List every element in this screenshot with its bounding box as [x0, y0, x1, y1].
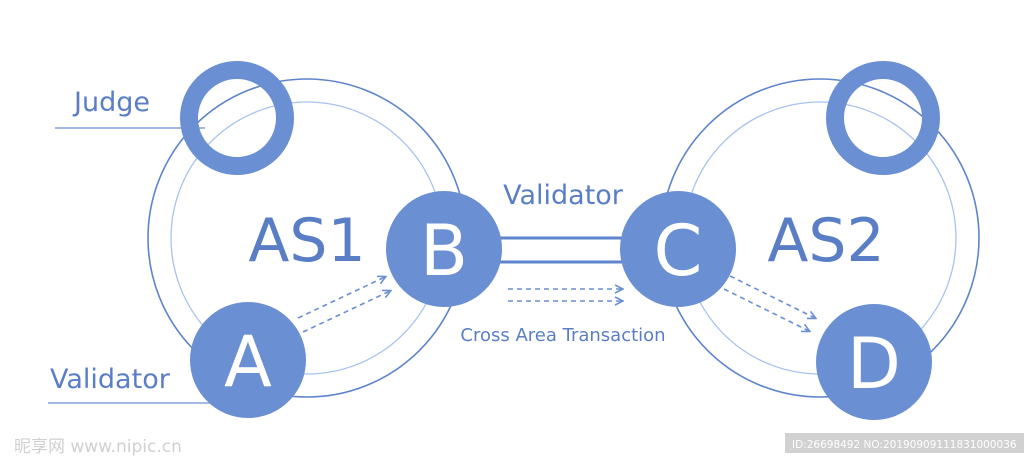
arrow-a-b-2: [302, 291, 390, 333]
watermark-bar-right: [785, 433, 1024, 453]
arrow-c-d-2: [723, 288, 809, 331]
judge-label: Judge: [72, 87, 150, 118]
validator-top-label: Validator: [503, 180, 624, 211]
validator-left-label: Validator: [50, 364, 171, 395]
node-d-label: D: [847, 323, 901, 405]
as2-label: AS2: [767, 206, 884, 276]
arrow-c-d-1: [729, 275, 815, 318]
node-d-circle: [816, 304, 932, 420]
watermark-left: 昵享网 www.nipic.cn: [14, 437, 182, 457]
node-c-label: C: [654, 210, 703, 292]
arrow-a-b-1: [297, 277, 385, 319]
cross-area-label: Cross Area Transaction: [460, 325, 665, 346]
node-b-circle: [386, 191, 502, 307]
node-a-circle: [190, 302, 306, 418]
as1-label: AS1: [248, 206, 365, 276]
node-c-circle: [620, 191, 736, 307]
node-b-label: B: [420, 210, 468, 292]
judge-ring-right: [826, 61, 940, 175]
watermark-right: ID:26698492 NO:20190909111831000036: [792, 439, 1017, 451]
judge-ring-left: [180, 61, 294, 175]
node-a-label: A: [224, 321, 272, 403]
